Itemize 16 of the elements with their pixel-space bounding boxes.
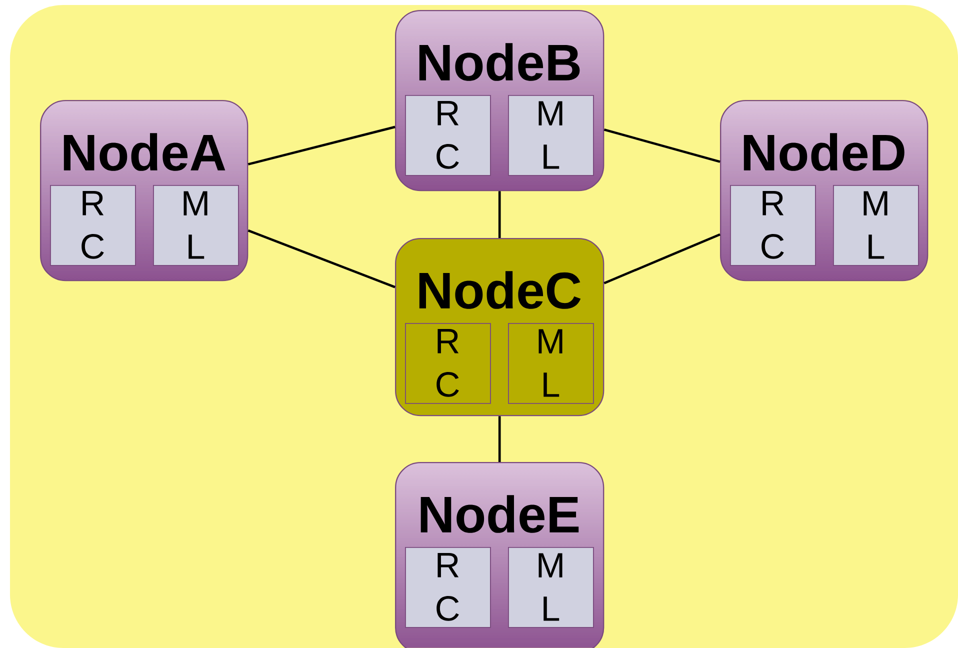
- component-box: M L: [508, 323, 594, 404]
- connector-line: [604, 128, 720, 163]
- component-box: R C: [405, 95, 491, 176]
- component-box: R C: [50, 185, 136, 266]
- connector-line: [248, 126, 396, 166]
- component-box: M L: [508, 547, 594, 628]
- connector-line: [248, 229, 396, 288]
- connector-line: [498, 191, 501, 238]
- component-box: M L: [153, 185, 239, 266]
- component-box: R C: [405, 547, 491, 628]
- component-box: M L: [508, 95, 594, 176]
- connector-line: [498, 416, 501, 462]
- component-box: M L: [833, 185, 919, 266]
- component-box: R C: [405, 323, 491, 404]
- component-box: R C: [730, 185, 816, 266]
- connector-line: [604, 233, 720, 284]
